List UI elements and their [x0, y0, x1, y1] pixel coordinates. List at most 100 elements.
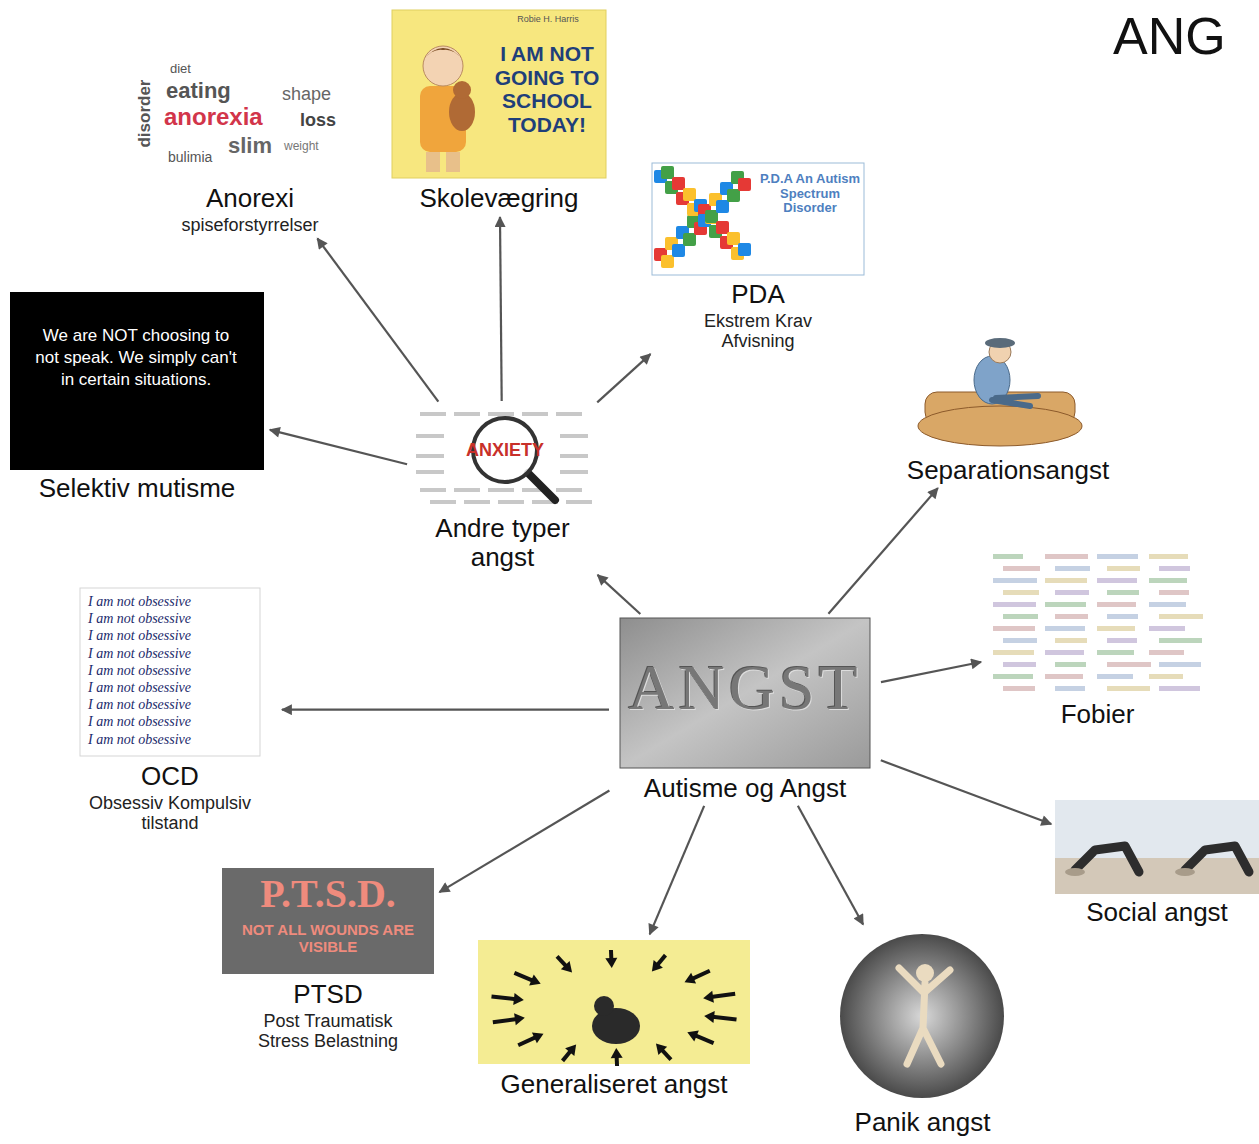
- cloud-word: [993, 626, 1035, 631]
- picture-text: weight: [284, 140, 319, 153]
- node-title: Fobier: [985, 700, 1210, 729]
- cloud-word: [1045, 578, 1087, 583]
- arrow-connector: [650, 806, 704, 934]
- cloud-word: [464, 500, 490, 504]
- cloud-word: [1149, 554, 1188, 559]
- pressure-arrowhead: [514, 1013, 525, 1025]
- child-hair: [423, 48, 463, 60]
- cloud-word: [454, 488, 480, 492]
- cloud-word: [566, 500, 592, 504]
- cloud-word: [993, 554, 1023, 559]
- cloud-word: [1159, 638, 1202, 643]
- cloud-word: [1107, 662, 1151, 667]
- cloud-word: [560, 454, 588, 458]
- cloud-word: [1045, 674, 1083, 679]
- picture-text: I am not obsessive: [88, 628, 191, 644]
- cloud-word: [993, 650, 1034, 655]
- concept-node: Fobier: [985, 548, 1210, 729]
- child-leg: [426, 152, 440, 172]
- page-title: ANG: [1113, 6, 1226, 66]
- node-picture: [870, 330, 1146, 452]
- panic-figure: [899, 968, 950, 1064]
- cloud-word: [420, 412, 446, 416]
- node-title: Social angst: [1057, 898, 1257, 927]
- illustration: [835, 928, 1010, 1104]
- puzzle-piece: [738, 243, 751, 256]
- cloud-word: [560, 434, 588, 438]
- picture-text: slim: [228, 134, 272, 159]
- cloud-word: [1055, 566, 1090, 571]
- cloud-word: [1055, 662, 1086, 667]
- picture-text: Robie H. Harris: [500, 14, 596, 24]
- picture-text: diet: [170, 62, 191, 77]
- concept-node: Andre typer angst: [410, 404, 595, 572]
- picture-text: ANXIETY: [455, 440, 555, 460]
- illustration: [476, 938, 752, 1066]
- background: [478, 940, 750, 1064]
- node-picture: [476, 938, 752, 1066]
- pressure-arrowhead: [532, 1032, 544, 1043]
- cloud-word: [1003, 590, 1039, 595]
- book-cover: [392, 10, 606, 178]
- cloud-word: [1159, 566, 1190, 571]
- cloud-word: [1149, 674, 1183, 679]
- person-hat: [985, 338, 1015, 348]
- cloud-word: [1149, 626, 1185, 631]
- concept-node: Social angst: [1055, 800, 1259, 927]
- arrow-connector: [597, 354, 650, 402]
- node-title: Autisme og Angst: [612, 774, 878, 803]
- illustration: [985, 548, 1210, 696]
- puzzle-piece: [716, 221, 729, 234]
- picture-text: I am not obsessive: [88, 646, 191, 662]
- picture-text: I am not obsessive: [88, 732, 191, 748]
- pressure-arrowhead: [513, 993, 524, 1005]
- cloud-word: [1107, 638, 1137, 643]
- node-subtitle: Post Traumatisk Stress Belastning: [243, 1011, 413, 1051]
- cloud-word: [1003, 614, 1038, 619]
- illustration: [870, 330, 1146, 452]
- sand-hole: [1175, 868, 1195, 876]
- connectors: [270, 217, 1051, 934]
- person-head-in-sand: [1185, 846, 1249, 872]
- puzzle-piece: [727, 189, 740, 202]
- node-picture: [835, 928, 1010, 1104]
- pressure-arrowhead: [652, 960, 663, 972]
- cloud-word: [1003, 638, 1037, 643]
- suitcase: [918, 406, 1082, 446]
- note-card: [80, 588, 260, 756]
- picture-text: I AM NOT GOING TO SCHOOL TODAY!: [490, 42, 604, 136]
- cloud-word: [522, 412, 548, 416]
- cloud-word: [416, 434, 444, 438]
- pressure-arrowhead: [704, 1011, 715, 1023]
- child-leg: [446, 152, 460, 172]
- cloud-word: [1055, 638, 1087, 643]
- cloud-word: [1055, 590, 1089, 595]
- picture-text: loss: [300, 110, 336, 130]
- concept-node: Selektiv mutisme: [8, 290, 266, 503]
- picture-text: I am not obsessive: [88, 680, 191, 696]
- cloud-word: [1097, 674, 1133, 679]
- puzzle-piece: [672, 177, 685, 190]
- node-picture: [1055, 800, 1259, 894]
- arrow-connector: [500, 217, 502, 401]
- cloud-word: [1097, 626, 1135, 631]
- cloud-word: [1097, 602, 1136, 607]
- sand-hole: [1065, 868, 1085, 876]
- person-legs: [992, 396, 1038, 406]
- concept-node: Separationsangst: [870, 330, 1146, 485]
- node-picture: [985, 548, 1210, 696]
- arrow-connector: [798, 806, 863, 925]
- arrow-connector: [270, 430, 407, 464]
- cloud-word: [454, 412, 480, 416]
- cloud-word: [1107, 686, 1150, 691]
- cloud-word: [1045, 554, 1088, 559]
- pressure-arrowhead: [561, 961, 572, 972]
- node-title: PDA: [658, 280, 858, 309]
- arrow-connector: [881, 662, 981, 682]
- cloud-word: [1003, 566, 1040, 571]
- quote-panel: [10, 292, 264, 470]
- cloud-word: [993, 578, 1037, 583]
- pressure-arrowhead: [611, 1048, 623, 1058]
- puzzle-piece: [705, 211, 718, 224]
